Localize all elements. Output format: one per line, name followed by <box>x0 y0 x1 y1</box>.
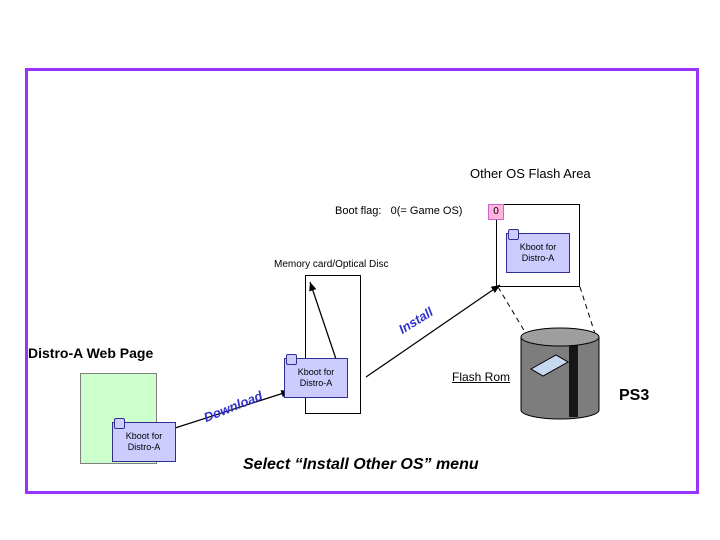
flash-rom-label: Flash Rom <box>452 370 511 384</box>
boot-flag-label: Boot flag: 0(= Game OS) <box>335 205 463 217</box>
kboot-note: Kboot for Distro-A <box>506 229 570 273</box>
boot-flag-value-box: 0 <box>488 204 504 220</box>
kboot-note-line2: Distro-A <box>127 442 161 452</box>
kboot-note-line1: Kboot for <box>519 241 557 252</box>
kboot-note-line2: Distro-A <box>299 378 333 388</box>
kboot-note: Kboot for Distro-A <box>284 354 348 398</box>
web-page-title: Distro-A Web Page <box>28 345 154 361</box>
ps3-label: PS3 <box>619 387 650 404</box>
kboot-note-line1: Kboot for <box>297 366 335 377</box>
flash-area-title: Other OS Flash Area <box>470 166 591 181</box>
kboot-note-line1: Kboot for <box>125 430 163 441</box>
slide-border-frame <box>25 68 699 494</box>
bottom-caption: Select “Install Other OS” menu <box>243 456 479 473</box>
memory-card-label: Memory card/Optical Disc <box>274 259 389 270</box>
kboot-note-line2: Distro-A <box>521 253 555 263</box>
kboot-note: Kboot for Distro-A <box>112 418 176 462</box>
